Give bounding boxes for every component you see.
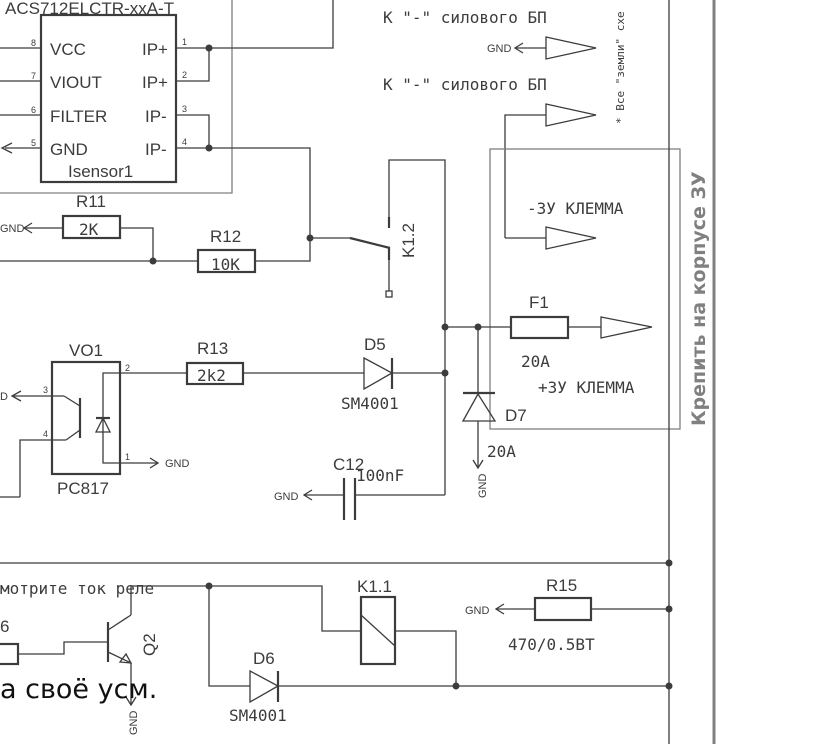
pin-number: 5 xyxy=(31,138,36,148)
r12-ref: R12 xyxy=(210,227,241,246)
pin-number: 6 xyxy=(31,105,36,115)
pin-number: 7 xyxy=(31,71,36,81)
sensor-part-label: ACS712ELCTR-xxA-T xyxy=(5,0,174,18)
pin-name: VIOUT xyxy=(50,73,102,92)
pin-number: 4 xyxy=(182,137,187,147)
pin-number: 4 xyxy=(43,429,48,439)
terminal-connector-icon xyxy=(600,316,653,339)
resistor-r11 xyxy=(61,214,122,240)
terminal-connector-icon xyxy=(545,226,597,250)
gnd-label: GND xyxy=(477,474,489,499)
q2-ref: Q2 xyxy=(140,633,159,656)
sensor-ic-body xyxy=(39,13,178,184)
d7-ref: D7 xyxy=(505,406,527,425)
resistor-r16-partial xyxy=(0,642,20,666)
pin-name: IP+ xyxy=(142,73,168,92)
vo1-ref: VO1 xyxy=(69,341,103,360)
gnd-label: GND xyxy=(274,491,299,503)
r12-value: 10K xyxy=(211,255,240,274)
transistor-q2: GND Q2 xyxy=(106,585,209,736)
ground-note: * Все "земли" схе xyxy=(614,11,627,124)
pin-number: 3 xyxy=(43,385,48,395)
r16-ref-partial: 6 xyxy=(0,617,9,636)
minus-terminal-label: -ЗУ КЛЕММА xyxy=(527,199,624,218)
gnd-arrow-icon xyxy=(472,459,484,470)
relay-coil-k11: K1.1 xyxy=(357,577,397,666)
vo1-part: PC817 xyxy=(57,479,109,498)
d6-ref: D6 xyxy=(253,649,275,668)
gnd-arrow-icon xyxy=(0,142,13,154)
terminal-connector-icon xyxy=(545,103,597,127)
capacitor-c12: GND C12 100nF xyxy=(274,455,445,520)
gnd-label: GND xyxy=(465,605,490,617)
d5-ref: D5 xyxy=(364,335,386,354)
pin-number: 8 xyxy=(31,38,36,48)
pin-number: 1 xyxy=(182,37,187,47)
r13-ref: R13 xyxy=(197,339,228,358)
r15-value: 470/0.5ВТ xyxy=(508,635,595,654)
plus-terminal-label: +ЗУ КЛЕММА xyxy=(538,378,635,397)
r11-value: 2K xyxy=(79,220,99,239)
gnd-label: GND xyxy=(0,223,25,235)
pin-name: GND xyxy=(50,140,88,159)
diode-d5: D5 SM4001 xyxy=(341,335,399,413)
pin-number: 2 xyxy=(182,70,187,80)
c12-value: 100nF xyxy=(356,466,404,485)
pin-number: 3 xyxy=(182,104,187,114)
sensor-frame xyxy=(0,0,233,194)
pin-number: 2 xyxy=(125,363,130,373)
pin-number: 1 xyxy=(125,452,130,462)
d6-part: SM4001 xyxy=(229,706,287,725)
d7-value: 20A xyxy=(487,442,516,461)
pin-name: IP- xyxy=(145,107,167,126)
sensor-block: ACS712ELCTR-xxA-T 8 7 6 5 VCC VIOUT FILT… xyxy=(0,0,334,238)
mount-note: Крепить на корпусе ЗУ xyxy=(688,171,710,426)
pin-name: FILTER xyxy=(50,107,107,126)
r13-value: 2k2 xyxy=(197,366,226,385)
terminal-box xyxy=(489,148,681,430)
optocoupler-vo1: VO1 PC817 D 3 4 2 1 GND xyxy=(0,341,190,498)
power-minus-note-1: К "-" силового БП xyxy=(383,8,547,27)
diode-d7: GND D7 20A xyxy=(461,327,527,499)
gnd-label-partial: D xyxy=(0,391,8,403)
k12-ref: K1.2 xyxy=(399,223,418,258)
gnd-label: GND xyxy=(128,711,140,736)
gnd-arrow-icon xyxy=(149,457,160,469)
d5-part: SM4001 xyxy=(341,394,399,413)
pin-name: VCC xyxy=(50,40,86,59)
sensor-ref-label: Isensor1 xyxy=(68,162,133,181)
k11-ref: K1.1 xyxy=(357,577,392,596)
gnd-arrow-icon xyxy=(125,696,137,707)
f1-value: 20A xyxy=(521,352,550,371)
relay-contact-k12: K1.2 xyxy=(310,159,446,327)
pin-name: IP- xyxy=(145,140,167,159)
r15-ref: R15 xyxy=(546,576,577,595)
r11-ref: R11 xyxy=(76,192,106,211)
gnd-label: GND xyxy=(487,43,512,55)
fuse-f1 xyxy=(509,315,570,340)
c12-ref: C12 xyxy=(333,455,364,474)
gnd-label: GND xyxy=(165,458,190,470)
terminal-connector-icon xyxy=(545,36,597,60)
pin-name: IP+ xyxy=(142,40,168,59)
relay-current-note: мотрите ток реле xyxy=(0,579,154,598)
discretion-note: а своё усм. xyxy=(0,674,157,705)
f1-ref: F1 xyxy=(529,293,549,312)
resistor-r15 xyxy=(533,596,593,622)
diode-d6: D6 SM4001 xyxy=(229,649,287,725)
power-minus-note-2: К "-" силового БП xyxy=(383,75,547,94)
